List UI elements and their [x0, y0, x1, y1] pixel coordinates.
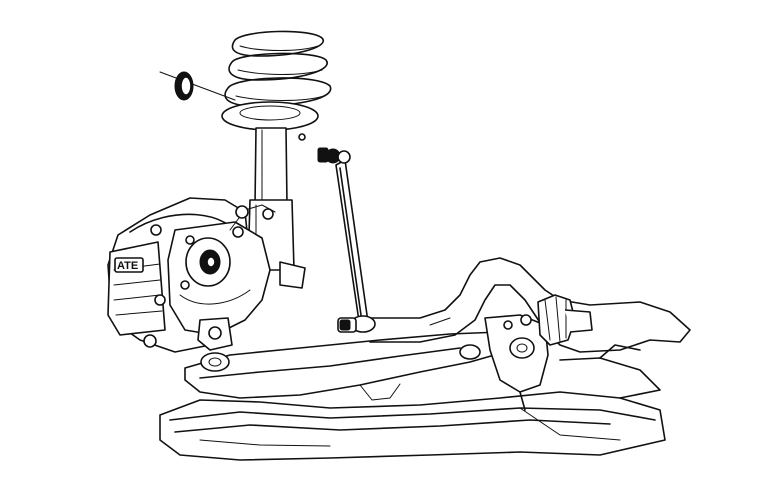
stabilizer-link: [317, 147, 376, 333]
stabilizer-bar: [359, 257, 691, 353]
control-arm-bushing: [484, 314, 549, 411]
caliper-marking: ATE: [117, 260, 138, 272]
dust-cap: [159, 71, 236, 101]
steering-knuckle: [154, 204, 276, 351]
coil-spring: [224, 30, 332, 107]
lower-control-arm: [184, 331, 506, 401]
crossmember: [159, 344, 666, 461]
stabilizer-bushing: [537, 294, 593, 346]
strut: [247, 127, 306, 289]
